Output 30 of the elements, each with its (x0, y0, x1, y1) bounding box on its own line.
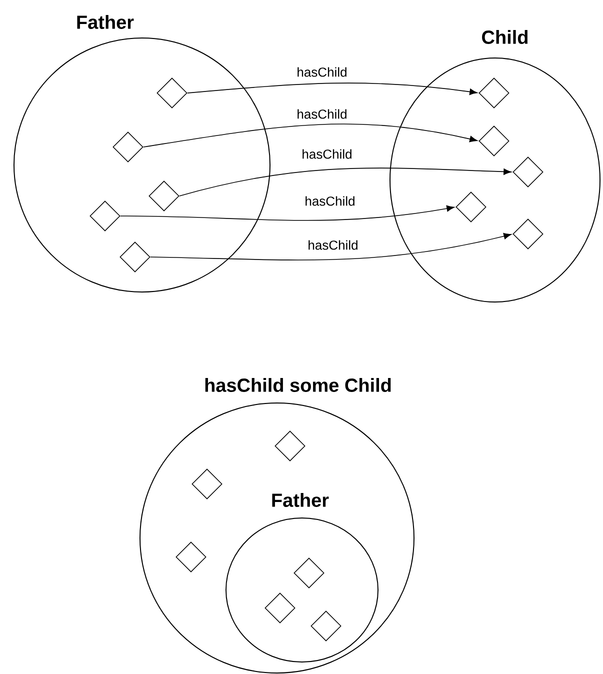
element-diamond (512, 218, 544, 250)
element-diamond (456, 192, 486, 222)
element-diamond (192, 468, 222, 500)
edge-label: hasChild (302, 149, 352, 159)
set-label: Father (272, 493, 329, 507)
element-diamond (156, 78, 188, 108)
element-diamond (148, 180, 180, 212)
arrow (120, 205, 454, 221)
element-diamond (274, 430, 306, 462)
arrow (179, 168, 512, 196)
set-label: Child (482, 30, 528, 44)
set-label: Father (77, 15, 134, 29)
arrow (150, 232, 512, 260)
element-diamond (264, 592, 296, 624)
arrow (143, 124, 478, 148)
edge-label: hasChild (298, 109, 346, 119)
element-diamond (512, 156, 544, 188)
element-diamond (478, 126, 510, 156)
element-diamond (112, 132, 144, 162)
arrow (187, 82, 478, 95)
element-diamond (478, 78, 510, 108)
element-diamond (120, 242, 150, 272)
set-label: hasChild some Child (205, 378, 391, 392)
edge-label: hasChild (298, 67, 346, 77)
edge-label: hasChild (306, 196, 354, 206)
edge-label: hasChild (308, 240, 358, 250)
element-diamond (294, 558, 324, 588)
element-diamond (310, 610, 342, 642)
element-diamond (176, 542, 206, 572)
element-diamond (90, 200, 120, 232)
